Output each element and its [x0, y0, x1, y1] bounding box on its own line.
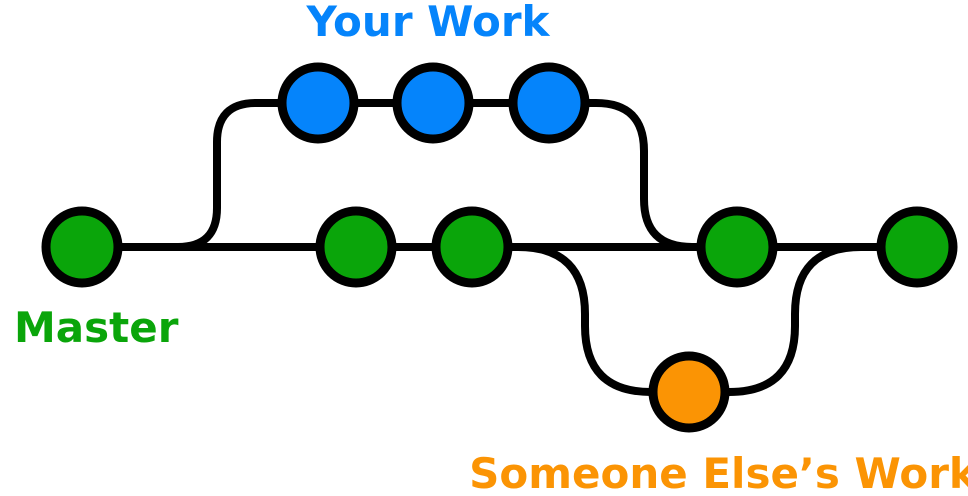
commit-node-your-work-1	[277, 62, 359, 144]
commit-node-your-work-3	[508, 62, 590, 144]
commit-node-someone-elses-1	[648, 351, 730, 433]
commit-node-master-2	[315, 206, 397, 288]
your-work-label: Your Work	[306, 0, 551, 46]
commit-node-master-5	[876, 206, 958, 288]
commit-node-master-4	[696, 206, 778, 288]
master-label: Master	[14, 303, 179, 352]
commit-node-your-work-2	[392, 62, 474, 144]
commit-node-master-3	[431, 206, 513, 288]
your-work-branch-path	[177, 99, 693, 251]
someone-elses-work-label: Someone Else’s Work	[469, 449, 968, 496]
commit-node-master-1	[41, 206, 123, 288]
